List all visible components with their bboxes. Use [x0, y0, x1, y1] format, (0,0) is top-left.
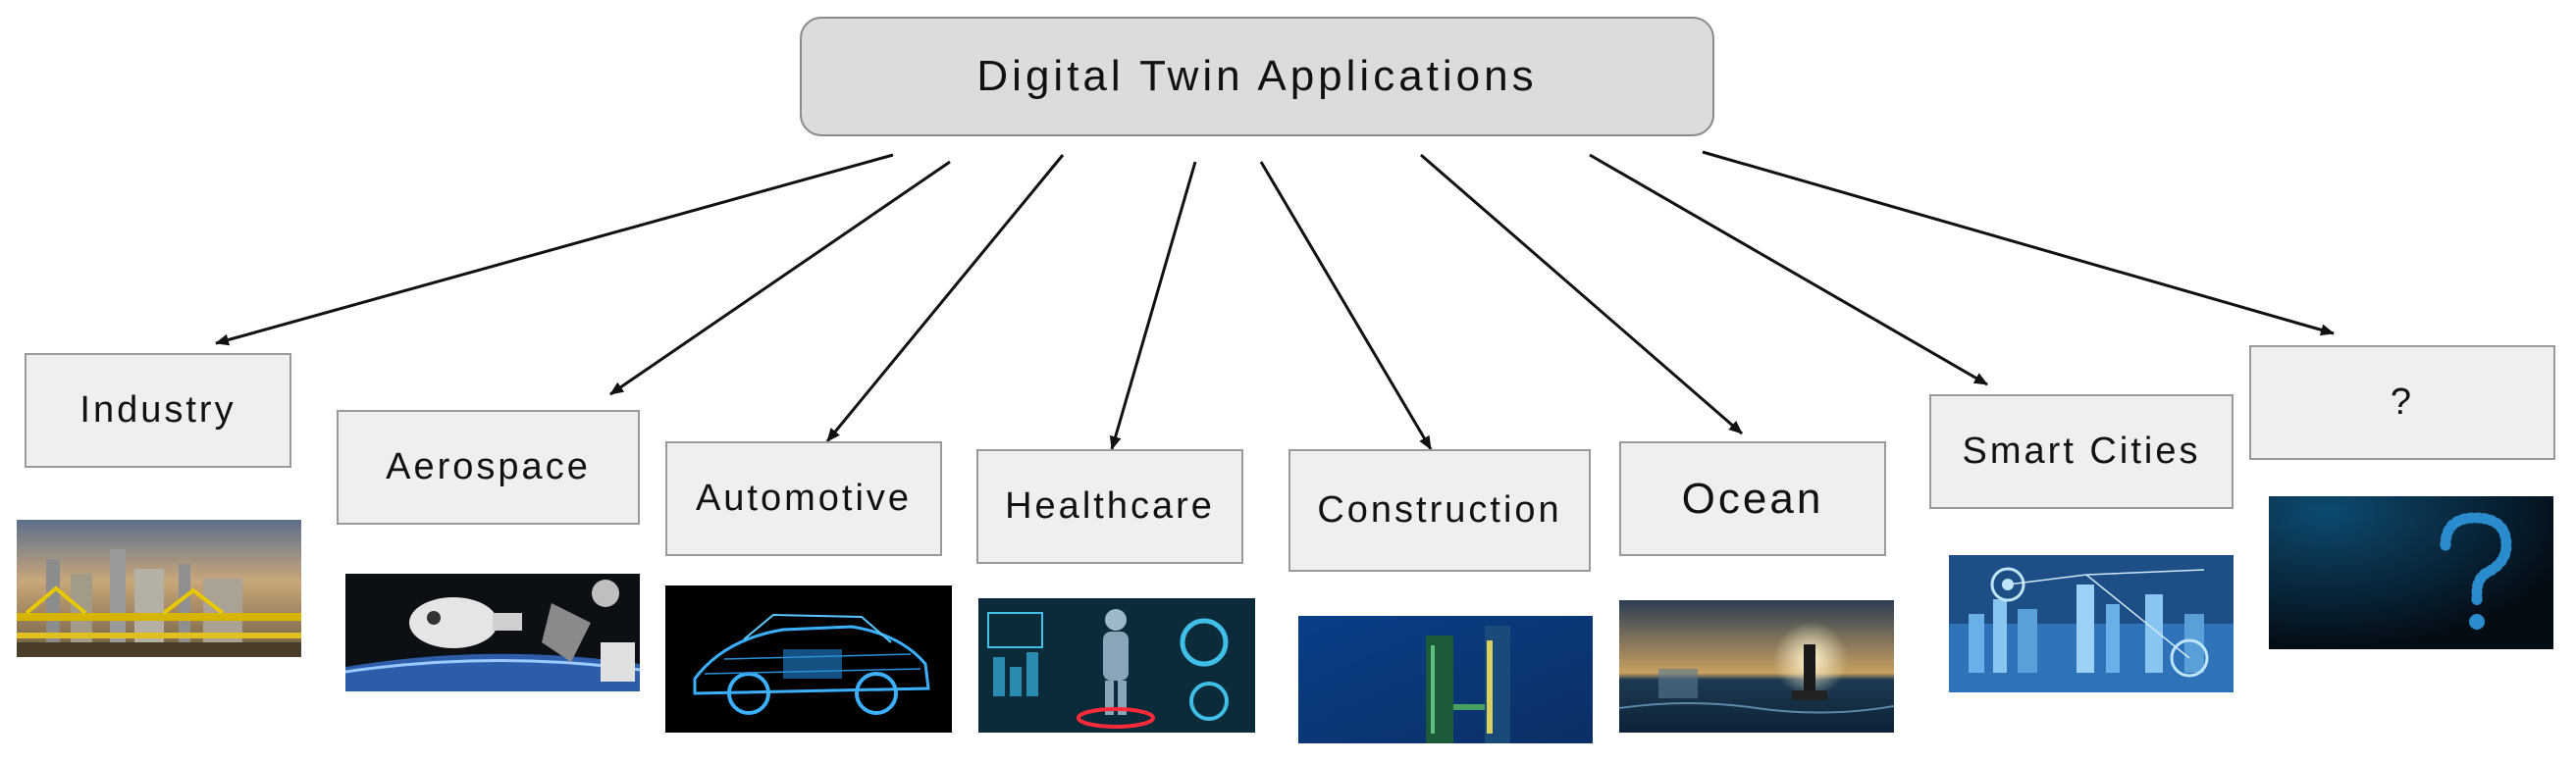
node-label: Healthcare	[1005, 485, 1215, 527]
root-label: Digital Twin Applications	[976, 52, 1538, 100]
arrow-ocean	[1420, 153, 1743, 435]
node-smart-cities: Smart Cities	[1929, 394, 2234, 509]
node-label: Construction	[1317, 489, 1562, 531]
arrow-automotive	[825, 154, 1065, 442]
node-ocean: Ocean	[1619, 441, 1886, 556]
network-city-image	[1949, 555, 2234, 692]
wireframe-car-image	[665, 585, 952, 733]
spacecraft-image	[345, 574, 640, 691]
node-label: Automotive	[695, 478, 913, 519]
arrow-healthcare	[1109, 161, 1197, 450]
question-mark-image	[2269, 496, 2553, 649]
lighthouse-sea-image	[1619, 600, 1894, 733]
node-construction: Construction	[1288, 449, 1591, 572]
node-label: Aerospace	[386, 446, 591, 487]
node-label: Smart Cities	[1962, 431, 2201, 472]
skyscraper-image	[1298, 616, 1593, 743]
node-label: Ocean	[1681, 474, 1824, 523]
arrow-smart-cities	[1589, 153, 1988, 386]
node-unknown: ?	[2249, 345, 2555, 460]
arrow-aerospace	[609, 160, 951, 396]
node-label: ?	[2390, 382, 2415, 423]
node-industry: Industry	[25, 353, 291, 468]
root-node: Digital Twin Applications	[800, 17, 1714, 136]
node-aerospace: Aerospace	[337, 410, 640, 525]
industrial-plant-image	[17, 520, 301, 657]
arrow-unknown	[1702, 150, 2335, 336]
node-healthcare: Healthcare	[976, 449, 1243, 564]
node-label: Industry	[79, 389, 237, 431]
holographic-human-image	[978, 598, 1255, 733]
node-automotive: Automotive	[665, 441, 942, 556]
arrow-construction	[1259, 161, 1433, 450]
arrow-industry	[215, 153, 894, 346]
